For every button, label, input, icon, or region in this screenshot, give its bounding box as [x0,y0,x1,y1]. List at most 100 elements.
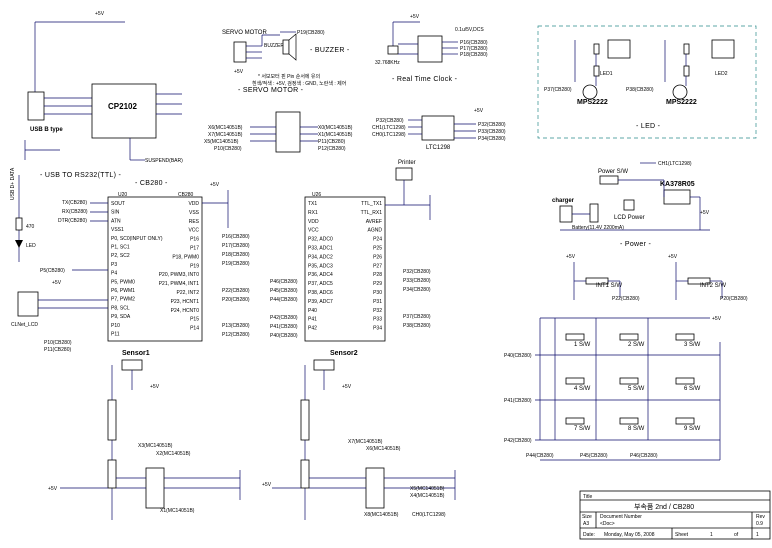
keypad-p42-label: P42(CB280) [504,438,532,444]
doc-value: <Doc> [600,521,615,527]
mux-block: X6(MC14051B) X7(MC14051B) X5(MC14051B) P… [204,111,353,153]
u26-left-pin-6: P34, ADC2 [308,254,333,260]
buzzer-block: P19(CB280) BUZZER - BUZZER - [264,30,350,61]
cb280-5v-label: +5V [210,182,220,188]
u20-right-pin-14: P14 [190,326,199,332]
ka378-regulator [663,189,691,205]
u26-ref-label: U26 [312,192,321,198]
rtc-p16-label: P16(CB280) [460,40,488,46]
int2-label: INT2 S/W [700,283,726,289]
u26-right-pin-14: P34 [373,326,382,332]
lcd-power-led [623,199,635,211]
mux-x0-label: X0(MC14051B) [318,125,353,131]
usb-section-title: - USB TO RS232(TTL) - [40,172,121,179]
lcd-p11-label: P11(CB280) [44,347,71,353]
servo-block: SERVO MOTOR +5V * 서보모터 핀 Pin 순서에 유의 흰색/적… [222,30,346,94]
u26-right-pin-1: TTL_RX1 [361,210,383,216]
lcd-power-label: LCD Power [614,215,645,221]
printer-label: Printer [398,160,416,166]
servo-5v-label: +5V [234,69,244,75]
cb280-p12-label: P12(CB280) [222,332,250,338]
u26-right-pin-13: P33 [373,317,382,323]
sensor1-block: Sensor1 +5V X3(MC14051B) X2(MC14051B) X1… [48,350,241,520]
keypad-switch-5 [619,377,639,385]
cb280-p20-label: P20(CB280) [222,297,250,303]
u26-p34-label: P34(CB280) [403,287,431,293]
charger-label: charger [552,198,575,204]
u26-right-pin-6: P26 [373,254,382,260]
mux-p10-label: P10(CB280) [214,146,242,152]
led-p37-label: P37(CB280) [544,87,572,93]
ltc-ch1-label: CH1(LTC1298) [372,125,406,131]
u26-right-pin-12: P32 [373,308,382,314]
u20-left-pin-13: P9, SDA [111,314,131,320]
u26-left-pin-2: VDD [308,219,319,225]
u26-right-pin-9: P29 [373,281,382,287]
keypad-p45-label: P45(CB280) [580,453,608,459]
power-ch1-label: CH1(LTC1298) [658,161,692,167]
u20-ref-label: U20 [118,192,127,198]
resistor-470-label: 470 [26,224,35,230]
u20-left-pin-6: P2, SC2 [111,253,130,259]
rtc-p17-label: P17(CB280) [460,46,488,52]
keypad-switch-7 [565,417,585,425]
sensor2-photocells [300,399,310,441]
rtc-block: +5V 32.768KHz 0.1u/5V,DCS P16(CB280) P17… [375,14,488,83]
sensor1-5v-label: +5V [150,384,160,390]
keypad-switch-label-9: 9 S/W [684,426,701,432]
size-value: A3 [583,521,589,527]
led1-label: LED1 [600,71,613,77]
sensor1-mux-chip [145,467,165,509]
rtc-crystal-label: 32.768KHz [375,60,400,66]
dtr-label: DTR(CB280) [58,218,87,224]
u20-left-pin-9: P5, PWM0 [111,279,135,285]
u20-left-pin-11: P7, PWM2 [111,297,135,303]
power-5v-label: +5V [700,210,710,216]
mux-x7-label: X7(MC14051B) [208,132,243,138]
u20-right-pin-11: P23, HCNT1 [171,299,200,305]
u26-left-pin-4: P32, ADC0 [308,237,333,243]
u20-right-pin-6: P18, PWM0 [172,254,199,260]
u20-left-pin-7: P3 [111,262,117,268]
led2-label: LED2 [715,71,728,77]
cb280-p19-label: P19(CB280) [222,261,250,267]
u26-right-pin-8: P28 [373,272,382,278]
ltc-p32-label: P32(CB280) [376,118,404,124]
usb-type-label: USB B type [30,127,63,133]
title-block-frame [579,490,771,540]
buzzer-label: BUZZER [264,43,284,49]
mux-x1-label: X1(MC14051B) [318,132,353,138]
keypad-switch-label-3: 3 S/W [684,342,701,348]
servo-note-1: * 서보모터 핀 Pin 순서에 유의 [258,73,320,80]
int1-5v-label: +5V [566,254,576,260]
cb280-section-title: - CB280 - [135,180,168,187]
buzzer-section-title: - BUZZER - [310,47,350,54]
sensor2-x6-label: X6(MC14051B) [366,446,401,452]
buzzer-p19-label: P19(CB280) [297,30,325,36]
rtc-section-title: - Real Time Clock - [392,76,458,83]
u20-left-pin-8: P4 [111,271,117,277]
u20-right-pin-3: VCC [188,228,199,234]
status-led-diode [15,240,23,248]
u26-p37-label: P37(CB280) [403,314,431,320]
usb-connector [27,91,45,121]
u26-p33-label: P33(CB280) [403,278,431,284]
keypad-switch-1 [565,333,585,341]
ltc-p32r-label: P32(CB280) [478,122,506,128]
rtc-cap-label: 0.1u/5V,DCS [455,27,484,33]
keypad-switch-6 [675,377,695,385]
sensor2-x8-label: X8(MC14051B) [364,512,399,518]
sensor2-connector [313,359,335,371]
u20-right-pin-4: P16 [190,237,199,243]
u26-p46-label: P46(CB280) [270,279,298,285]
u20-left-pin-0: SOUT [111,201,125,207]
u26-left-pin-12: P40 [308,308,317,314]
keypad-switch-label-1: 1 S/W [574,342,591,348]
u26-left-pin-10: P38, ADC6 [308,290,333,296]
keypad-switch-4 [565,377,585,385]
usb-rs232-block: +5V USB B type CP2102 SUSPEND(BAR) - USB… [10,11,183,262]
u20-right-pin-0: VDD [188,201,199,207]
